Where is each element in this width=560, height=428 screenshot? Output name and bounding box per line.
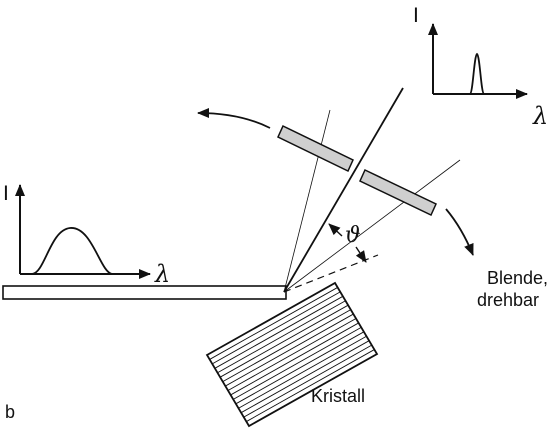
lattice-plane-line [214,295,344,369]
crystal-label: Kristall [311,386,365,406]
lambda-label-left: λ [154,260,170,288]
aperture-plate-left [277,124,354,173]
intensity-label-top: I [413,4,419,27]
diffracted-ray-thin-left [283,109,331,293]
rotation-arc-upper-left [197,108,271,129]
lattice-plane-line [240,340,370,414]
narrow-peak-curve [469,52,485,95]
panel-label: b [5,402,15,422]
spectrum-plot-broad: I λ [3,182,170,288]
diffracted-ray-thin-right [283,159,461,293]
lattice-plane-line [238,335,367,409]
lattice-plane-line [235,331,365,405]
theta-arrow-b [355,246,367,263]
lattice-plane-line [217,300,346,374]
spectrum-plot-narrow: I λ [413,4,548,130]
crystal-lattice-planes [209,287,375,422]
lattice-plane-line [225,313,354,387]
theta-arrow-a [328,223,343,237]
lattice-plane-line [243,344,372,418]
rotation-arc-lower-right [445,208,474,256]
lattice-plane-line [227,318,357,391]
theta-angle-marker: ϑ [328,223,367,263]
lattice-plane-line [209,287,338,360]
aperture-plate-right [359,168,437,217]
aperture-label-line1: Blende, [487,268,548,288]
lattice-plane-line [233,326,362,400]
broad-spectrum-curve [31,227,113,275]
rotation-arrow [197,108,474,256]
lambda-label-top: λ [532,102,548,130]
lattice-plane-line [246,349,375,422]
lattice-plane-line [219,304,349,378]
intensity-label-left: I [3,182,9,205]
theta-label: ϑ [345,223,361,248]
aperture-label-line2: drehbar [477,290,539,310]
lattice-plane-line [222,309,351,383]
lattice-plane-line [230,322,359,396]
crystal-block [205,281,379,428]
rotatable-aperture [277,124,437,217]
incident-beam-bar [2,285,287,300]
diffracted-ray-upper [283,87,404,293]
beam-rays [283,87,461,293]
lattice-plane-line [212,291,341,365]
